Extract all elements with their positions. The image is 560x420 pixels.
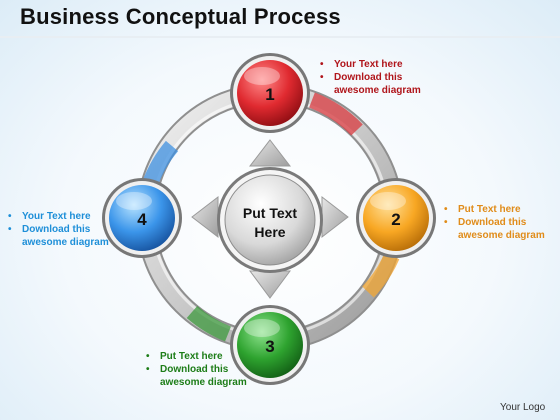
center-text-line1: Put Text	[243, 205, 298, 221]
note-node-4-item-2: Download this	[6, 223, 109, 236]
note-node-2-item-2-cont: awesome diagram	[458, 230, 545, 241]
node-1: 1	[230, 53, 310, 133]
arrow-up	[248, 139, 292, 167]
arrow-left	[191, 195, 219, 239]
arrow-right	[321, 195, 349, 239]
note-node-2: Put Text here Download this awesome diag…	[442, 203, 545, 242]
note-node-3: Put Text here Download this awesome diag…	[144, 350, 247, 389]
node-4-label: 4	[137, 210, 147, 229]
note-node-1-item-1: Your Text here	[318, 58, 421, 71]
note-node-3-item-2: Download this	[144, 363, 247, 376]
ring-segment-red	[308, 92, 363, 136]
note-node-1: Your Text here Download this awesome dia…	[318, 58, 421, 97]
logo-text: Your Logo	[500, 402, 546, 413]
note-node-2-item-1: Put Text here	[442, 203, 545, 216]
page-title: Business Conceptual Process	[20, 4, 341, 29]
note-node-3-item-1: Put Text here	[144, 350, 247, 363]
note-node-1-item-2-cont: awesome diagram	[334, 85, 421, 96]
center-text-line2: Here	[254, 224, 285, 240]
node-4: 4	[102, 178, 182, 258]
node-1-label: 1	[265, 85, 274, 104]
node-2: 2	[356, 178, 436, 258]
note-node-4-item-2-cont: awesome diagram	[22, 237, 109, 248]
node-3: 3	[230, 305, 310, 385]
header-divider	[0, 36, 560, 38]
node-3-label: 3	[265, 337, 274, 356]
ring-segment-green	[186, 305, 232, 342]
note-node-4: Your Text here Download this awesome dia…	[6, 210, 109, 249]
arrow-down	[249, 270, 291, 299]
center-circle: Put Text Here	[217, 167, 323, 273]
node-2-label: 2	[391, 210, 400, 229]
note-node-2-item-2: Download this	[442, 216, 545, 229]
note-node-3-item-2-cont: awesome diagram	[160, 377, 247, 388]
note-node-4-item-1: Your Text here	[6, 210, 109, 223]
note-node-1-item-2: Download this	[318, 71, 421, 84]
